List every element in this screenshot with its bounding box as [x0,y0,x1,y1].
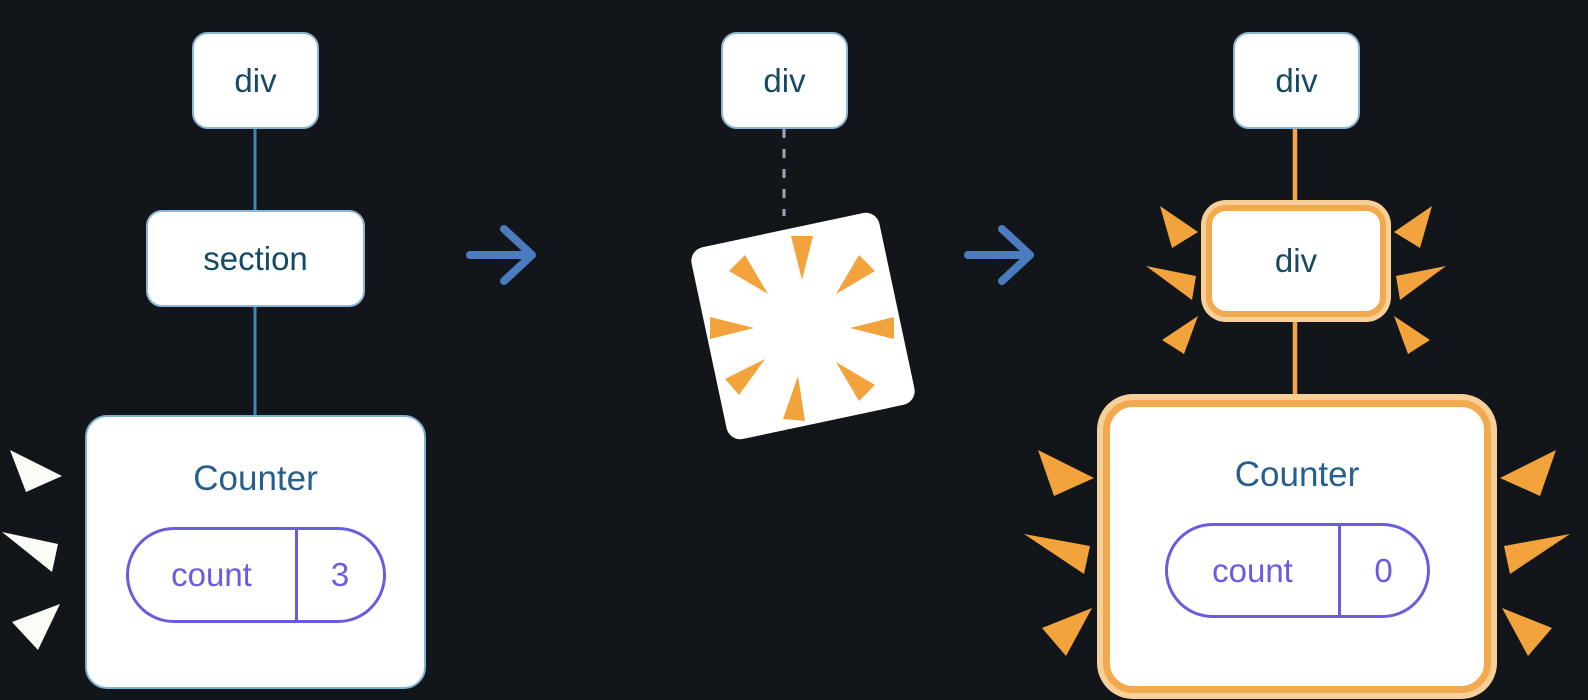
counter-title: Counter [193,459,318,498]
burst-mark [1394,316,1430,354]
burst-mark [1038,450,1094,496]
arrow-right-icon [964,225,1034,285]
node-label: section [203,239,308,277]
state-key: count [171,556,252,593]
burst-mark [12,604,60,650]
node-label: div [1274,242,1318,279]
burst-mark [1160,206,1198,248]
node-label: div [234,61,277,99]
burst-mark [1024,534,1090,574]
node-div-detached: div [721,32,848,129]
state-value: 3 [294,530,383,620]
counter-card-left: Counter count 3 [85,415,426,689]
burst-mark [1500,450,1556,496]
burst-mark [10,450,62,492]
node-section: section [146,210,365,307]
state-value: 0 [1337,526,1427,615]
counter-title: Counter [1234,455,1360,494]
poof-icon [691,212,915,440]
burst-mark [2,532,58,572]
counter-card-right: Counter count 0 [1103,400,1491,693]
node-div-root-right: div [1233,32,1360,129]
burst-mark [1162,316,1198,354]
burst-marks-white [2,450,62,650]
burst-marks-orange-counter [1024,450,1570,656]
burst-marks-orange-div [1146,206,1446,354]
node-label: div [1275,61,1318,99]
node-div-root-left: div [192,32,319,129]
burst-mark [1394,206,1432,248]
arrow-right-icon [466,225,536,285]
poof-burst-rays [710,236,894,421]
node-label: div [763,61,806,99]
burst-mark [1504,534,1570,574]
state-pill: count 0 [1164,523,1430,618]
burst-mark [1502,608,1552,656]
state-key: count [1212,551,1293,589]
state-pill: count 3 [125,527,386,623]
burst-mark [1396,266,1446,300]
burst-mark [1042,608,1092,656]
burst-mark [1146,266,1196,300]
node-div-highlighted: div [1206,205,1386,317]
